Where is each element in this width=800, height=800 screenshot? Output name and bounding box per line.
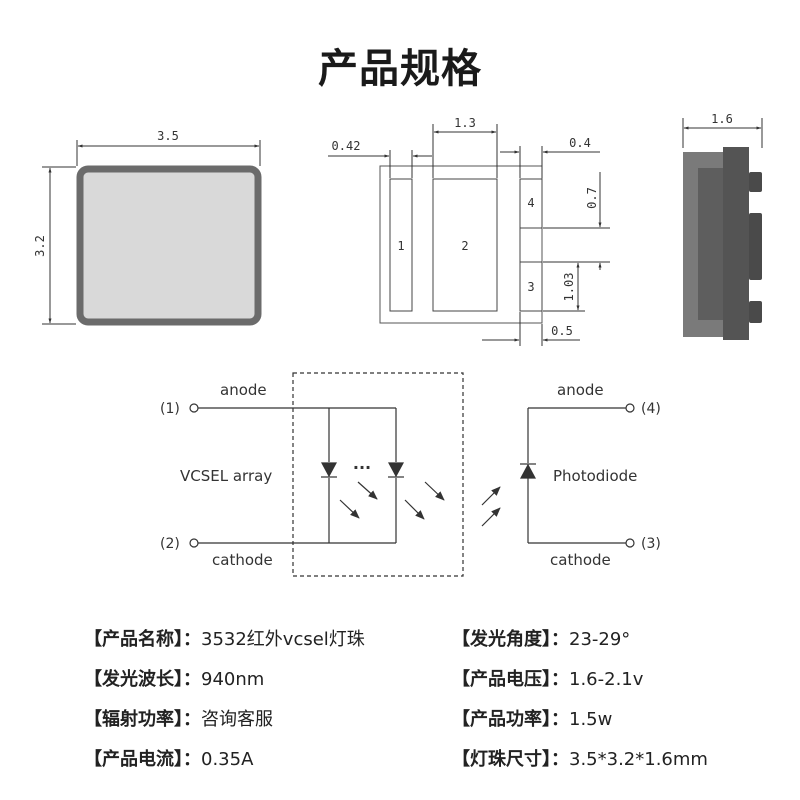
incident-arrow (481, 507, 501, 527)
vcsel-dashed-box (292, 372, 464, 577)
spec-item-voltage: 【产品电压】：1.6-2.1v (452, 669, 644, 690)
pad-label-4: 4 (527, 196, 534, 210)
vcsel-circuit (189, 372, 464, 577)
dim-top-height: 3.2 (33, 235, 47, 257)
spec-item-size: 【灯珠尺寸】：3.5*3.2*1.6mm (452, 749, 708, 770)
emission-arrow (339, 499, 360, 519)
pad-label-1: 1 (397, 239, 404, 253)
dim-pad-width: 1.3 (454, 116, 476, 130)
photodiode-label: Photodiode (553, 467, 637, 485)
pin-2-label: (2) (160, 536, 180, 552)
side-lead-bottom (749, 301, 762, 323)
anode-left-label: anode (220, 381, 267, 399)
pad-1-shape (389, 178, 413, 312)
pin-4-label: (4) (641, 401, 661, 417)
spec-item-angle: 【发光角度】：23-29° (452, 629, 631, 650)
spec-item-radiant-power: 【辐射功率】：咨询客服 (84, 709, 273, 730)
emission-arrow (404, 499, 425, 520)
dim-pad-small-height: 1.03 (562, 273, 576, 302)
pad-outline (379, 165, 543, 324)
spec-item-power: 【产品功率】：1.5w (452, 709, 613, 730)
dim-top-width: 3.5 (157, 129, 179, 143)
dim-pad-edge: 0.42 (332, 139, 361, 153)
cathode-right-label: cathode (550, 551, 611, 569)
spec-item-current: 【产品电流】：0.35A (84, 749, 254, 770)
pad-3-shape (519, 261, 543, 312)
top-view-drawing: 3.5 3.2 (33, 129, 262, 326)
dim-side-thickness: 1.6 (711, 112, 733, 126)
side-body-front (723, 147, 749, 340)
vcsel-ellipsis: ··· (353, 458, 371, 477)
vcsel-array-label: VCSEL array (180, 467, 272, 485)
pad-4-shape (519, 178, 543, 229)
dim-pad-gap: 0.7 (585, 187, 599, 209)
package-top-outline (76, 165, 262, 326)
incident-arrow (481, 486, 501, 506)
pad-label-3: 3 (527, 280, 534, 294)
anode-right-label: anode (557, 381, 604, 399)
pad-label-2: 2 (461, 239, 468, 253)
page-title: 产品规格 (318, 46, 482, 92)
dim-pad-small-width: 0.4 (569, 136, 591, 150)
dim-pad-offset: 0.5 (551, 324, 573, 338)
pin-3-label: (3) (641, 536, 661, 552)
side-lead-mid (749, 213, 762, 280)
photodiode-symbol (519, 463, 537, 479)
side-view-drawing: 1.6 (682, 112, 763, 340)
pad-2-shape (432, 178, 498, 312)
photodiode-circuit (481, 403, 635, 548)
spec-item-wavelength: 【发光波长】：940nm (84, 669, 265, 690)
vcsel-diode-left (320, 462, 338, 478)
pad-layout-drawing: 1 2 4 3 1.3 0.42 0.4 0.7 1.03 (328, 116, 610, 346)
cathode-left-label: cathode (212, 551, 273, 569)
vcsel-diode-right (387, 462, 405, 478)
spec-item-name: 【产品名称】：3532红外vcsel灯珠 (84, 629, 365, 650)
pin-1-label: (1) (160, 401, 180, 417)
emission-arrow (424, 481, 445, 501)
emission-arrow (357, 481, 378, 500)
side-lead-top (749, 172, 762, 192)
